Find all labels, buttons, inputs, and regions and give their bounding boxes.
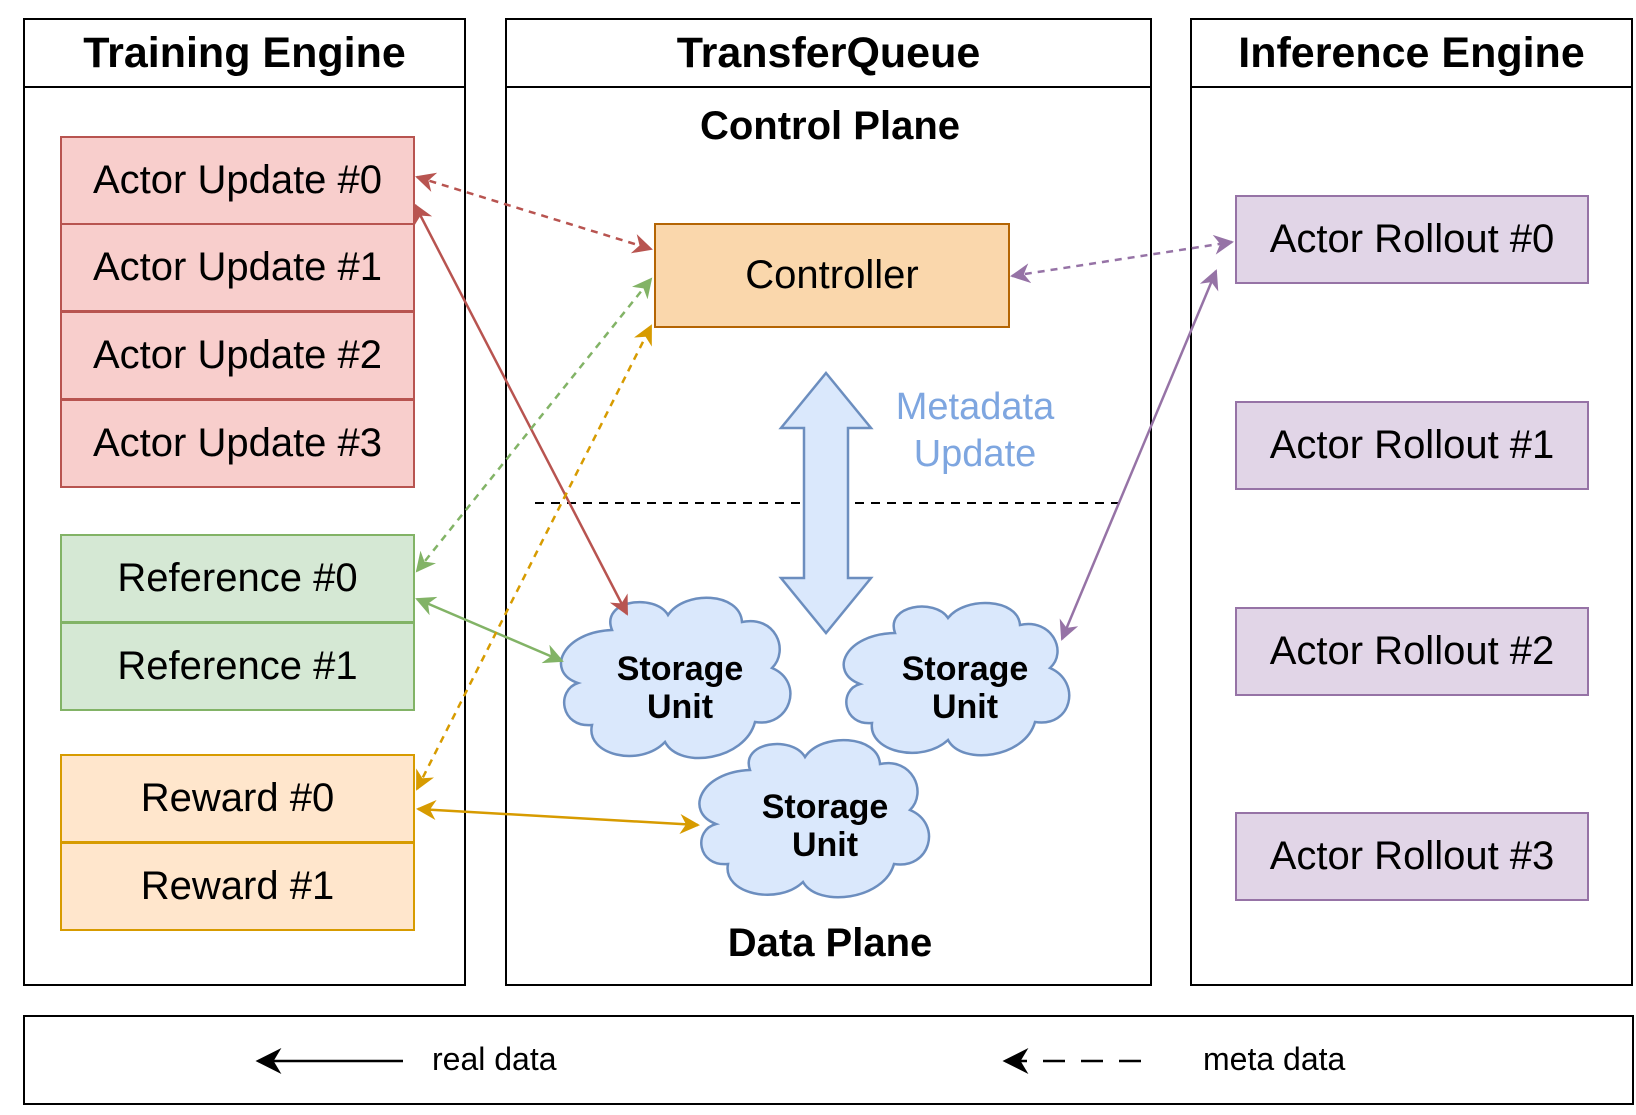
storage-unit-cloud-3: [698, 738, 931, 899]
storage-unit-2-line2: Unit: [931, 688, 999, 726]
storage-unit-cloud-2: [842, 601, 1071, 757]
actor-update-2: Actor Update #2: [60, 311, 415, 400]
rollout-to-controller-line: [1010, 234, 1234, 284]
storage-unit-1-line1: Storage: [616, 650, 744, 688]
actor-update-0: Actor Update #0: [60, 136, 415, 225]
actor-rollout-2: Actor Rollout #2: [1235, 607, 1589, 696]
legend-real-data-label: real data: [432, 1041, 557, 1077]
actor-rollout-0: Actor Rollout #0: [1235, 195, 1589, 284]
actor-update-to-storage-line: [413, 203, 629, 616]
controller-box: Controller: [654, 223, 1010, 328]
reference-to-controller-line: [415, 277, 653, 573]
actor-update-to-controller-line: [415, 172, 653, 254]
reward-0: Reward #0: [60, 754, 415, 843]
actor-rollout-3: Actor Rollout #3: [1235, 812, 1589, 901]
actor-rollout-1: Actor Rollout #1: [1235, 401, 1589, 490]
metadata-label-line2: Update: [913, 433, 1037, 475]
inference-engine-title: Inference Engine: [1192, 20, 1631, 88]
rollout-to-storage-line: [1059, 269, 1219, 641]
reference-to-storage-line: [415, 596, 564, 664]
reference-1: Reference #1: [60, 622, 415, 711]
actor-update-3: Actor Update #3: [60, 399, 415, 488]
storage-unit-3-line1: Storage: [761, 788, 889, 826]
legend-box: [23, 1015, 1634, 1105]
training-engine-title: Training Engine: [25, 20, 464, 88]
storage-unit-3-line2: Unit: [791, 826, 859, 864]
storage-unit-label-1: Storage Unit: [590, 650, 770, 726]
data-plane-label: Data Plane: [727, 921, 933, 965]
metadata-label-line1: Metadata: [895, 386, 1055, 428]
legend-meta-data-label: meta data: [1203, 1041, 1346, 1077]
reward-to-controller-line: [415, 324, 653, 791]
storage-unit-1-line2: Unit: [646, 688, 714, 726]
storage-unit-label-3: Storage Unit: [735, 788, 915, 864]
storage-unit-label-2: Storage Unit: [875, 650, 1055, 726]
actor-update-1: Actor Update #1: [60, 223, 415, 312]
transfer-queue-title: TransferQueue: [507, 20, 1150, 88]
storage-unit-2-line1: Storage: [901, 650, 1029, 688]
reward-1: Reward #1: [60, 842, 415, 931]
metadata-update-arrow: [778, 371, 874, 635]
reward-to-storage-line: [416, 800, 700, 834]
control-plane-label: Control Plane: [699, 104, 961, 148]
metadata-update-label: Metadata Update: [880, 384, 1070, 478]
